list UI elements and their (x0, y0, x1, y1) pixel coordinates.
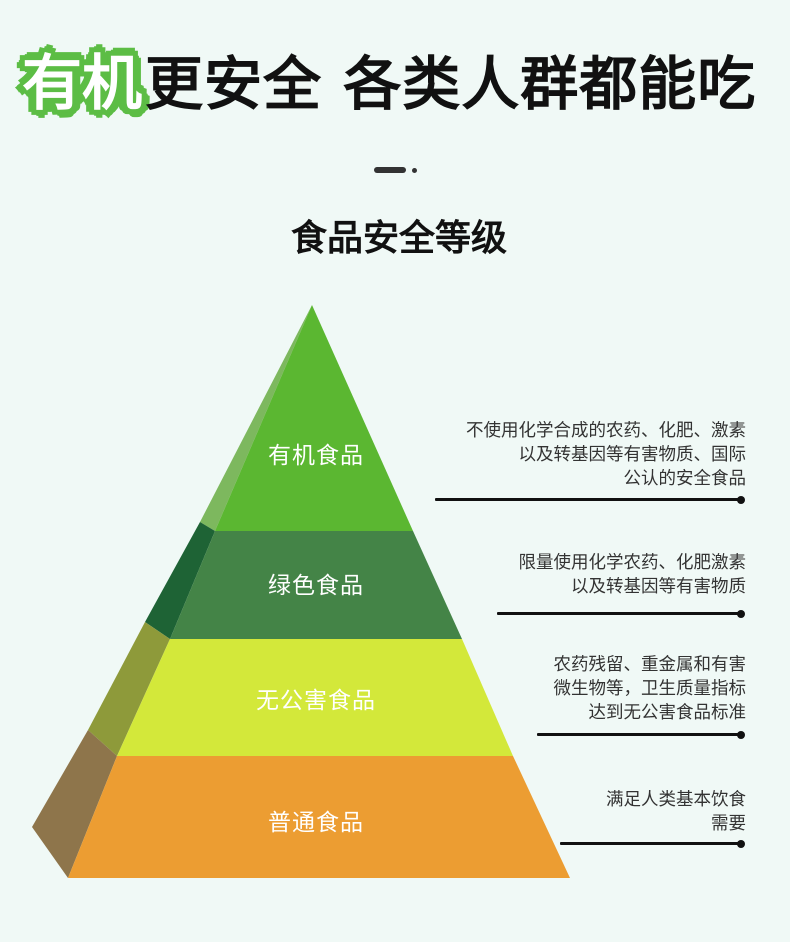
desc-line: 限量使用化学农药、化肥激素 (518, 553, 747, 573)
tier-description-ordinary: 满足人类基本饮食 需要 (606, 788, 746, 836)
desc-line: 满足人类基本饮食 (606, 790, 746, 810)
leader-dot (737, 839, 745, 848)
desc-line: 达到无公害食品标准 (588, 703, 747, 723)
leader-line-pollution-free (537, 730, 745, 739)
desc-line: 需要 (711, 814, 746, 834)
divider-dot (412, 168, 417, 173)
tier-label-pollution-free: 无公害食品 (256, 688, 376, 714)
tier-3-side (88, 622, 170, 756)
desc-line: 公认的安全食品 (623, 469, 747, 489)
tier-2-side (145, 522, 215, 639)
dash-dot-divider-icon (374, 167, 418, 173)
leader-line-organic (435, 495, 745, 504)
tier-1-side (200, 305, 312, 531)
tier-description-green: 限量使用化学农药、化肥激素 以及转基因等有害物质 (519, 551, 747, 599)
leader-dot (737, 730, 745, 739)
leader-line-ordinary (560, 839, 745, 848)
tier-3-front (117, 639, 513, 756)
tier-4-side (32, 730, 117, 878)
tier-description-organic: 不使用化学合成的农药、化肥、激素 以及转基因等有害物质、国际 公认的安全食品 (466, 419, 746, 491)
tier-4-front (68, 756, 570, 878)
headline-accent: 有机 (22, 49, 142, 119)
divider-bar (374, 167, 406, 173)
tier-description-pollution-free: 农药残留、重金属和有害 微生物等，卫生质量指标 达到无公害食品标准 (554, 653, 747, 725)
headline: 有机 更安全 各类人群都能吃 (0, 44, 790, 124)
tier-label-green: 绿色食品 (268, 573, 364, 599)
leader-dot (737, 495, 745, 504)
leader-line-green (497, 609, 745, 618)
tier-1-front (215, 305, 413, 531)
desc-line: 以及转基因等有害物质、国际 (518, 445, 747, 465)
desc-line: 不使用化学合成的农药、化肥、激素 (466, 421, 746, 441)
headline-title: 更安全 各类人群都能吃 (145, 50, 757, 118)
leader-dot (737, 609, 745, 618)
tier-2-front (170, 531, 462, 639)
tier-label-organic: 有机食品 (268, 443, 364, 469)
desc-line: 以及转基因等有害物质 (571, 577, 746, 597)
tier-label-ordinary: 普通食品 (268, 810, 364, 836)
section-title: 食品安全等级 (290, 218, 507, 259)
desc-line: 农药残留、重金属和有害 (553, 655, 747, 675)
desc-line: 微生物等，卫生质量指标 (553, 679, 747, 699)
